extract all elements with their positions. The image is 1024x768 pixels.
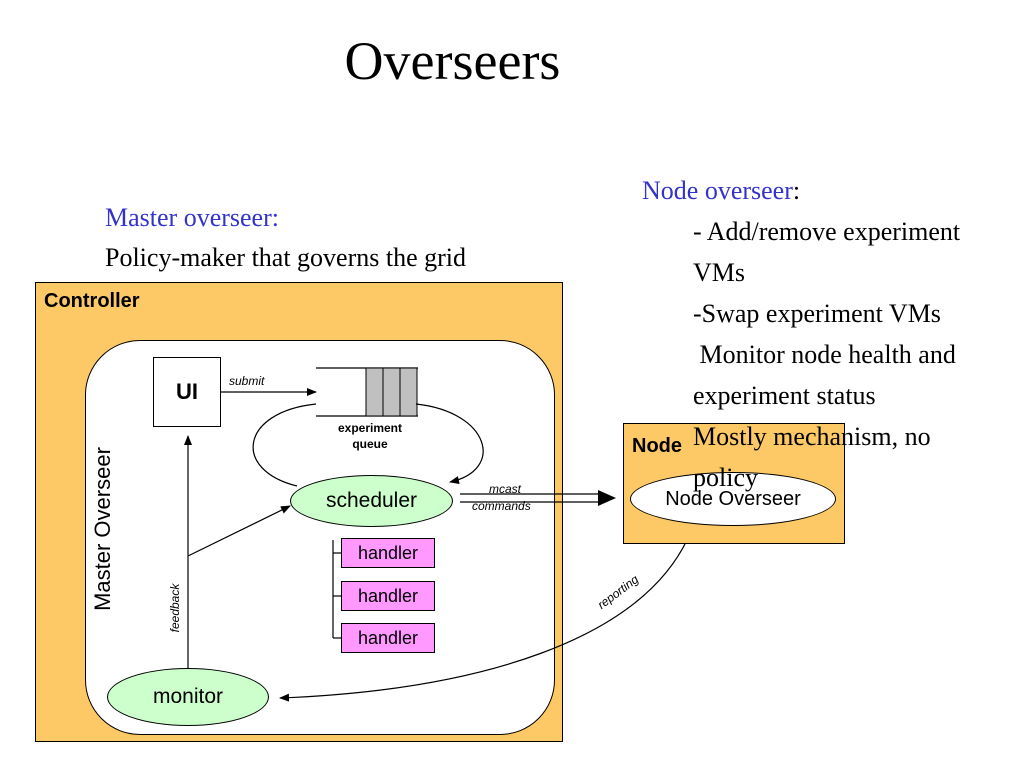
monitor-node: monitor [107,668,269,726]
feedback-label: feedback [168,583,182,633]
commands-label: commands [472,499,531,513]
feedback-to-scheduler-arrow [187,505,291,557]
handler-bracket [332,540,341,639]
node-overseer-description: Node overseer: - Add/remove experiment V… [642,170,960,498]
handler-box: handler [341,581,435,611]
slide-title: Overseers [344,31,561,91]
node-overseer-line: - Add/remove experiment [693,217,961,246]
reporting-arrow [279,537,689,702]
experiment-queue [316,367,418,417]
queue-loop-right [415,403,484,484]
queue-label-line2: queue [352,437,388,451]
node-overseer-line: -Swap experiment VMs [693,299,941,328]
node-overseer-line: experiment status [693,381,876,410]
queue-label-line1: experiment [337,421,403,435]
master-overseer-policy: Policy-maker that governs the grid [105,243,467,272]
node-overseer-heading-line: Node overseer: [642,170,960,211]
mcast-arrowhead [598,490,616,506]
node-overseer-line: Monitor node health and [693,340,956,369]
master-overseer-heading: Master overseer: [105,203,279,232]
submit-label: submit [229,374,265,388]
handler-box: handler [341,538,435,568]
node-overseer-line: Mostly mechanism, no [693,422,931,451]
experiment-queue-label: experiment queue [330,420,410,452]
node-overseer-line: VMs [693,258,746,287]
master-overseer-description: Master overseer: Policy-maker that gover… [105,198,466,278]
queue-loop-left [252,403,317,487]
mcast-label: mcast [489,482,522,496]
controller-label: Controller [44,290,140,312]
node-overseer-heading-colon: : [792,176,801,205]
node-overseer-heading: Node overseer [642,176,793,205]
node-overseer-line: policy [693,463,758,492]
node-label: Node [632,435,682,457]
scheduler-node: scheduler [290,475,453,527]
handler-box: handler [341,623,435,653]
node-overseer-node: Node Overseer [630,472,836,526]
ui-box: UI [153,357,221,427]
